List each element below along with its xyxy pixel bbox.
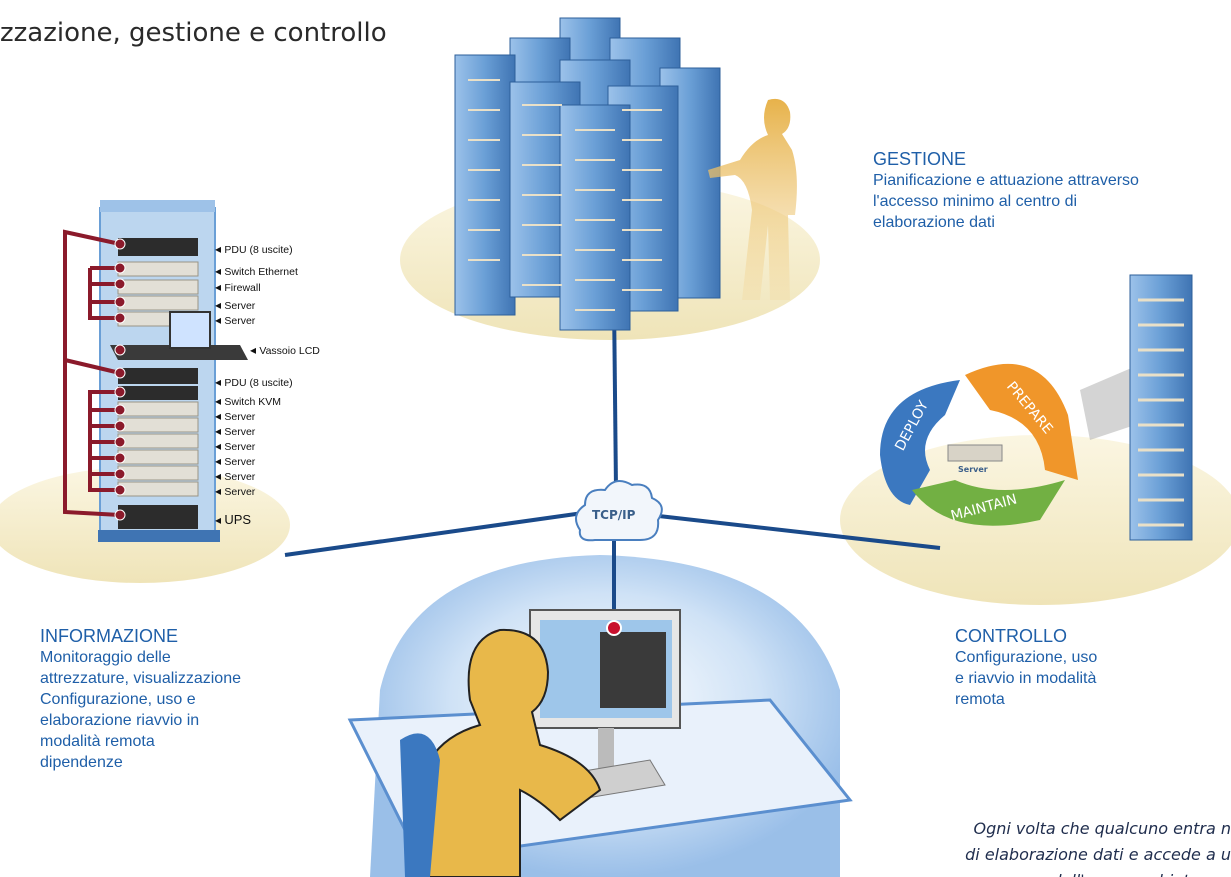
network-links: [284, 299, 941, 628]
informazione-line: Configurazione, uso e: [40, 691, 196, 708]
rack-label-server: Server: [215, 439, 255, 453]
rack-label-server: Server: [215, 454, 255, 468]
operator-workstation: [400, 609, 681, 877]
controllo-line: e riavvio in modalità: [955, 670, 1097, 687]
controllo-heading: CONTROLLO: [955, 626, 1068, 646]
informazione-heading: INFORMAZIONE: [40, 626, 178, 646]
rack-label-firewall: Firewall: [215, 280, 260, 294]
informazione-line: elaborazione riavvio in: [40, 712, 200, 729]
quote-line: Ogni volta che qualcuno entra n: [973, 819, 1231, 838]
rack-label-server: Server: [215, 424, 255, 438]
rack-label-server: Server: [215, 469, 255, 483]
informazione-line: dipendenze: [40, 754, 123, 771]
right-rack: [1080, 274, 1193, 541]
rack-label-switch-ethernet: Switch Ethernet: [215, 264, 298, 278]
rack-label-lcd-tray: Vassoio LCD: [250, 343, 320, 357]
deploy-arc: [880, 380, 960, 505]
server-farm: [454, 17, 721, 331]
rack-label-pdu: PDU (8 uscite): [215, 242, 292, 256]
controllo-line: remota: [955, 691, 1005, 708]
controllo-line: Configurazione, uso: [955, 649, 1098, 666]
quote-line: dell'apparecchiatura...: [880, 868, 1231, 877]
rack-label-server: Server: [215, 484, 255, 498]
rack-label-ups: UPS: [215, 512, 251, 527]
lifecycle-cycle: [880, 363, 1078, 526]
tcpip-label: TCP/IP: [592, 508, 636, 522]
informazione-block: INFORMAZIONE Monitoraggio delle attrezza…: [40, 625, 310, 773]
rack-label-pdu: PDU (8 uscite): [215, 375, 292, 389]
standing-person: [708, 98, 797, 300]
page-title: zzazione, gestione e controllo: [0, 18, 387, 48]
maintain-arc: [912, 480, 1065, 526]
informazione-line: attrezzature, visualizzazione: [40, 670, 241, 687]
rack-label-server: Server: [215, 298, 255, 312]
quote-text: Ogni volta che qualcuno entra n di elabo…: [880, 816, 1231, 877]
gestione-line: elaborazione dati: [873, 214, 995, 231]
informazione-line: modalità remota: [40, 733, 155, 750]
gestione-heading: GESTIONE: [873, 149, 967, 169]
rack-label-switch-kvm: Switch KVM: [215, 394, 281, 408]
rack-label-server: Server: [215, 409, 255, 423]
gestione-line: Pianificazione e attuazione attraverso: [873, 172, 1139, 189]
cycle-server-label: Server: [958, 465, 988, 474]
gestione-block: GESTIONE Pianificazione e attuazione att…: [873, 148, 1223, 233]
tcpip-cloud: [575, 480, 663, 542]
cycle-server: [947, 444, 1003, 462]
rack-label-server: Server: [215, 313, 255, 327]
gestione-line: l'accesso minimo al centro di: [873, 193, 1078, 210]
left-rack: [63, 200, 248, 542]
quote-line: di elaborazione dati e accede a u: [965, 845, 1231, 864]
controllo-block: CONTROLLO Configurazione, uso e riavvio …: [955, 625, 1155, 710]
prepare-arc: [965, 363, 1078, 480]
informazione-line: Monitoraggio delle: [40, 649, 171, 666]
